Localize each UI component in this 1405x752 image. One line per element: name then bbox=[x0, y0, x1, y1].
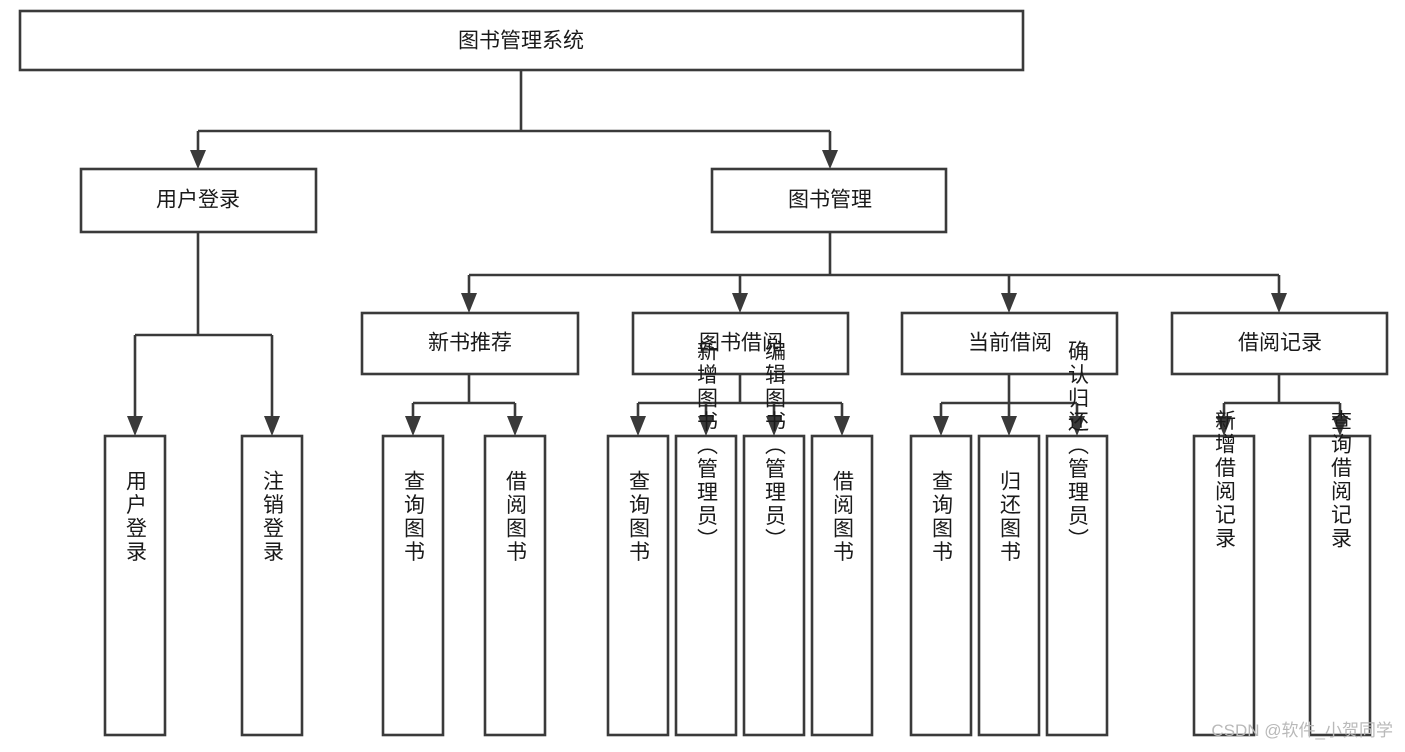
node-leaf-borrow-book-box[interactable] bbox=[810, 434, 874, 737]
node-leaf-query-book-current[interactable]: 查询图书 bbox=[909, 434, 973, 737]
arrow-head-new-book-recommend bbox=[461, 293, 477, 313]
edge-group-book-borrow-to-leaves bbox=[630, 374, 850, 436]
node-leaf-query-book-current-box[interactable] bbox=[909, 434, 973, 737]
node-book-borrow[interactable]: 图书借阅 bbox=[631, 311, 850, 376]
node-leaf-edit-book-box[interactable] bbox=[742, 434, 806, 737]
node-current-borrow-box[interactable] bbox=[900, 311, 1119, 376]
node-user-login-box[interactable] bbox=[79, 167, 318, 234]
node-leaf-borrow-book-recommend-box[interactable] bbox=[483, 434, 547, 737]
node-leaf-logout-box[interactable] bbox=[240, 434, 304, 737]
node-leaf-query-book-borrow[interactable]: 查询图书 bbox=[606, 434, 670, 737]
arrow-head-leaf-confirm-return bbox=[1069, 416, 1085, 436]
node-leaf-user-login-label: 用户登录 bbox=[124, 470, 148, 564]
node-leaf-add-book[interactable]: 新增图书（管理员） bbox=[674, 340, 738, 737]
node-leaf-add-borrow-record-label: 新增借阅记录 bbox=[1213, 410, 1237, 551]
edge-group-user-login-to-leaves bbox=[127, 232, 280, 436]
node-new-book-recommend-label: 新书推荐 bbox=[428, 332, 512, 355]
node-leaf-query-book-recommend-label: 查询图书 bbox=[402, 470, 426, 564]
node-leaf-edit-book-label: 编辑图书（管理员） bbox=[763, 340, 787, 552]
arrow-head-book-manage bbox=[822, 150, 838, 169]
node-leaf-user-login-box[interactable] bbox=[103, 434, 167, 737]
node-leaf-add-borrow-record[interactable]: 新增借阅记录 bbox=[1192, 410, 1256, 737]
arrow-head-leaf-edit-book bbox=[766, 416, 782, 436]
arrow-head-leaf-add-record bbox=[1216, 416, 1232, 436]
edge-group-current-borrow-to-leaves bbox=[933, 374, 1085, 436]
node-leaf-query-book-borrow-label: 查询图书 bbox=[627, 470, 651, 564]
node-leaf-query-book-current-label: 查询图书 bbox=[930, 470, 954, 564]
node-user-login[interactable]: 用户登录 bbox=[79, 167, 318, 234]
node-book-borrow-box[interactable] bbox=[631, 311, 850, 376]
node-leaf-confirm-return-box[interactable] bbox=[1045, 434, 1109, 737]
node-leaf-borrow-book-recommend-label: 借阅图书 bbox=[504, 470, 528, 564]
node-leaf-add-book-box[interactable] bbox=[674, 434, 738, 737]
node-borrow-record-label: 借阅记录 bbox=[1238, 332, 1322, 355]
node-leaf-user-login[interactable]: 用户登录 bbox=[103, 434, 167, 737]
node-leaf-confirm-return[interactable]: 确认归还（管理员） bbox=[1045, 340, 1109, 737]
edge-group-borrow-record-to-leaves bbox=[1216, 374, 1348, 436]
arrow-head-book-borrow bbox=[732, 293, 748, 313]
arrow-head-leaf-query-book-2 bbox=[630, 416, 646, 436]
node-book-manage-label: 图书管理 bbox=[788, 189, 872, 212]
node-user-login-label: 用户登录 bbox=[156, 189, 240, 212]
node-new-book-recommend[interactable]: 新书推荐 bbox=[360, 311, 580, 376]
node-leaf-query-borrow-record-label: 查询借阅记录 bbox=[1329, 410, 1353, 551]
node-book-manage[interactable]: 图书管理 bbox=[710, 167, 948, 234]
node-borrow-record-box[interactable] bbox=[1170, 311, 1389, 376]
node-root-system[interactable]: 图书管理系统 bbox=[18, 9, 1025, 72]
node-leaf-borrow-book-recommend[interactable]: 借阅图书 bbox=[483, 434, 547, 737]
node-leaf-add-book-label: 新增图书（管理员） bbox=[695, 340, 719, 552]
arrow-head-leaf-borrow-book-1 bbox=[507, 416, 523, 436]
node-root-system-box[interactable] bbox=[18, 9, 1025, 72]
node-leaf-logout[interactable]: 注销登录 bbox=[240, 434, 304, 737]
node-borrow-record[interactable]: 借阅记录 bbox=[1170, 311, 1389, 376]
node-leaf-query-borrow-record-box[interactable] bbox=[1308, 434, 1372, 737]
node-leaf-return-book-box[interactable] bbox=[977, 434, 1041, 737]
node-leaf-add-borrow-record-box[interactable] bbox=[1192, 434, 1256, 737]
node-leaf-confirm-return-label: 确认归还（管理员） bbox=[1066, 340, 1090, 552]
edge-group-book-manage-to-level3 bbox=[461, 232, 1287, 313]
node-current-borrow[interactable]: 当前借阅 bbox=[900, 311, 1119, 376]
arrow-head-leaf-query-record bbox=[1332, 416, 1348, 436]
arrow-head-leaf-borrow-book-2 bbox=[834, 416, 850, 436]
node-leaf-query-borrow-record[interactable]: 查询借阅记录 bbox=[1308, 410, 1372, 737]
node-leaf-query-book-borrow-box[interactable] bbox=[606, 434, 670, 737]
node-leaf-query-book-recommend[interactable]: 查询图书 bbox=[381, 434, 445, 737]
arrow-head-leaf-logout bbox=[264, 416, 280, 436]
node-book-manage-box[interactable] bbox=[710, 167, 948, 234]
arrow-head-leaf-add-book bbox=[698, 416, 714, 436]
arrow-head-leaf-query-book-1 bbox=[405, 416, 421, 436]
edge-group-root-to-level2 bbox=[190, 70, 838, 169]
arrow-head-current-borrow bbox=[1001, 293, 1017, 313]
node-leaf-query-book-recommend-box[interactable] bbox=[381, 434, 445, 737]
node-leaf-borrow-book-label: 借阅图书 bbox=[831, 470, 855, 564]
node-leaf-borrow-book[interactable]: 借阅图书 bbox=[810, 434, 874, 737]
arrow-head-leaf-query-book-3 bbox=[933, 416, 949, 436]
node-new-book-recommend-box[interactable] bbox=[360, 311, 580, 376]
node-book-borrow-label: 图书借阅 bbox=[699, 332, 783, 355]
arrow-head-leaf-user-login bbox=[127, 416, 143, 436]
node-leaf-return-book[interactable]: 归还图书 bbox=[977, 434, 1041, 737]
edge-group-new-book-to-leaves bbox=[405, 374, 523, 436]
node-current-borrow-label: 当前借阅 bbox=[968, 332, 1052, 355]
node-leaf-return-book-label: 归还图书 bbox=[998, 470, 1022, 564]
node-leaf-logout-label: 注销登录 bbox=[261, 470, 285, 564]
node-leaf-edit-book[interactable]: 编辑图书（管理员） bbox=[742, 340, 806, 737]
arrow-head-borrow-record bbox=[1271, 293, 1287, 313]
node-root-system-label: 图书管理系统 bbox=[458, 30, 584, 53]
arrow-head-user-login bbox=[190, 150, 206, 169]
arrow-head-leaf-return-book bbox=[1001, 416, 1017, 436]
